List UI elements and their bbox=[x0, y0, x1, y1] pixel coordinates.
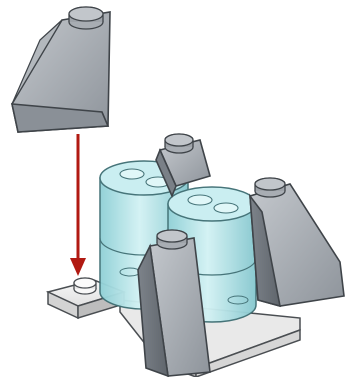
slope-brick-icon bbox=[250, 178, 344, 306]
placement-arrow-icon bbox=[70, 134, 86, 276]
slope-brick-icon bbox=[12, 7, 110, 132]
